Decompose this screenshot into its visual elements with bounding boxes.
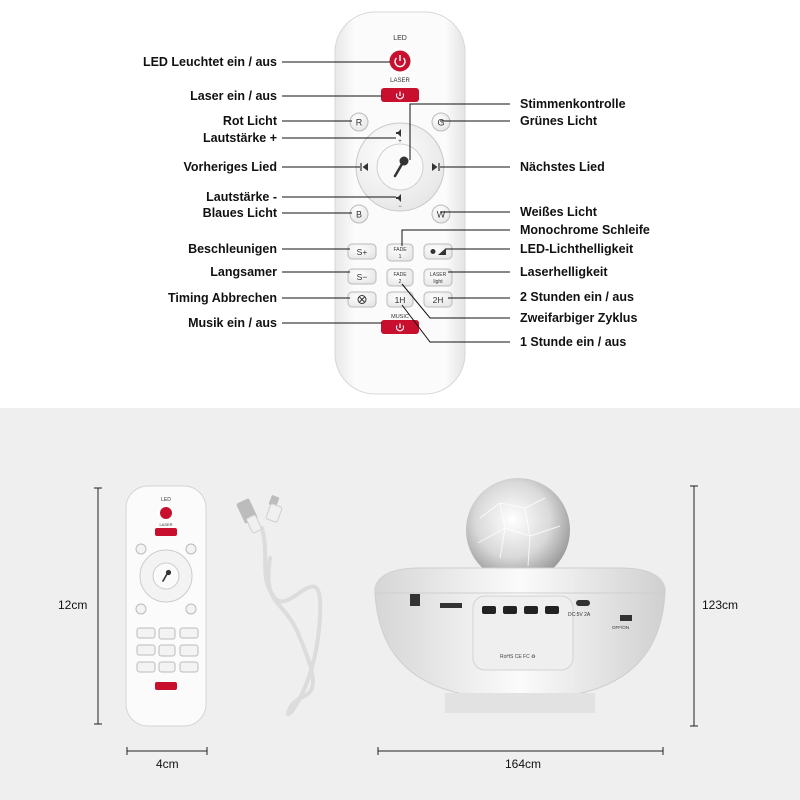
power-icon bbox=[395, 323, 405, 332]
timer-cancel-icon bbox=[357, 295, 367, 304]
callout-blue-light: Blaues Licht bbox=[202, 206, 277, 220]
fade1-number: 1 bbox=[399, 254, 402, 260]
fade2-button[interactable] bbox=[386, 268, 414, 287]
callout-led-power: LED Leuchtet ein / aus bbox=[142, 55, 277, 69]
device-height-label: 123cm bbox=[702, 598, 739, 612]
one-hour-label: 1H bbox=[395, 295, 406, 305]
usb-plug-a bbox=[236, 498, 262, 534]
small-led-label: LED bbox=[161, 497, 171, 503]
blue-light-label: B bbox=[356, 210, 362, 220]
blue-light-button[interactable] bbox=[349, 204, 369, 224]
callout-volume-down: Lautstärke - bbox=[206, 190, 277, 204]
device-width-label: 164cm bbox=[505, 757, 542, 771]
callout-mono-loop: Monochrome Schleife bbox=[520, 223, 650, 237]
previous-track-icon[interactable] bbox=[360, 163, 368, 171]
fade1-label: FADE bbox=[393, 247, 407, 253]
small-g-button bbox=[185, 543, 197, 555]
callout-lines bbox=[282, 61, 510, 343]
remote-diagram: LED LASER R G + − bbox=[282, 11, 510, 395]
callout-volume-up: Lautstärke + bbox=[203, 131, 277, 145]
projector-cap bbox=[374, 567, 666, 597]
slow-down-button[interactable] bbox=[347, 268, 377, 285]
svg-text:−: − bbox=[398, 204, 402, 210]
green-light-label: G bbox=[437, 118, 444, 128]
callout-laser-brightness: Laserhelligkeit bbox=[520, 265, 608, 279]
small-music-power-button bbox=[155, 682, 177, 690]
callout-one-hour: 1 Stunde ein / aus bbox=[520, 335, 627, 349]
volume-down-icon[interactable]: − bbox=[396, 194, 402, 210]
small-microphone-icon bbox=[162, 569, 172, 582]
callout-white-light: Weißes Licht bbox=[520, 205, 597, 219]
projector-dome bbox=[466, 478, 570, 582]
svg-text:+: + bbox=[398, 139, 402, 145]
callout-previous-track: Vorheriges Lied bbox=[183, 160, 277, 174]
dimension-lines bbox=[94, 485, 698, 755]
tf-slot bbox=[440, 603, 462, 608]
callout-next-track: Nächstes Lied bbox=[520, 160, 605, 174]
microphone-icon bbox=[393, 156, 409, 178]
laser-brightness-sub: light bbox=[433, 279, 443, 285]
red-light-label: R bbox=[356, 118, 363, 128]
power-switch bbox=[620, 615, 632, 621]
callout-timer-cancel: Timing Abbrechen bbox=[167, 291, 277, 305]
small-r-button bbox=[135, 543, 147, 555]
laser-label: LASER bbox=[390, 78, 410, 84]
small-laser-power-button bbox=[155, 528, 177, 536]
led-brightness-button[interactable] bbox=[423, 243, 453, 260]
projector-stand bbox=[445, 693, 595, 713]
power-icon bbox=[395, 91, 405, 100]
one-hour-button[interactable] bbox=[386, 291, 414, 308]
laser-brightness-label: LASER bbox=[430, 272, 447, 278]
ir-receiver-panel bbox=[472, 595, 574, 671]
red-light-button[interactable] bbox=[349, 112, 369, 132]
callout-two-color-cycle: Zweifarbiger Zyklus bbox=[520, 311, 638, 325]
callout-speed-up: Beschleunigen bbox=[188, 242, 277, 256]
dome-facets bbox=[477, 497, 561, 567]
small-w-button bbox=[185, 603, 197, 615]
usb-cable bbox=[260, 526, 323, 716]
white-light-label: W bbox=[437, 210, 446, 220]
music-label: MUSIC bbox=[391, 314, 409, 320]
small-led-power-button bbox=[158, 505, 174, 521]
usb-plug-micro bbox=[265, 495, 283, 523]
fade2-number: 2 bbox=[399, 279, 402, 285]
volume-up-icon[interactable]: + bbox=[396, 129, 402, 145]
callout-music-power: Musik ein / aus bbox=[188, 316, 277, 330]
callout-slow-down: Langsamer bbox=[210, 265, 277, 279]
callout-voice-control: Stimmenkontrolle bbox=[520, 97, 626, 111]
brightness-icon bbox=[430, 248, 446, 255]
small-laser-label: LASER bbox=[159, 522, 172, 527]
two-hour-label: 2H bbox=[433, 295, 444, 305]
green-light-button[interactable] bbox=[431, 112, 451, 132]
slow-down-label: S− bbox=[357, 272, 368, 282]
laser-brightness-button[interactable] bbox=[423, 268, 453, 287]
usb-port bbox=[410, 594, 420, 606]
speed-up-label: S+ bbox=[357, 247, 368, 257]
dimensions-diagram: LED LASER bbox=[94, 478, 698, 755]
callout-two-hours: 2 Stunden ein / aus bbox=[520, 290, 634, 304]
power-icon bbox=[394, 55, 406, 68]
speed-up-button[interactable] bbox=[347, 243, 377, 260]
remote-width-label: 4cm bbox=[156, 757, 179, 771]
two-hour-button[interactable] bbox=[423, 291, 453, 308]
dc-label: DC:5V 2A bbox=[568, 612, 591, 618]
remote-height-label: 12cm bbox=[58, 598, 88, 612]
small-b-button bbox=[135, 603, 147, 615]
off-on-label: OFF/ON bbox=[612, 625, 629, 630]
next-track-icon[interactable] bbox=[432, 163, 440, 171]
callout-green-light: Grünes Licht bbox=[520, 114, 598, 128]
fade1-button[interactable] bbox=[386, 243, 414, 262]
callout-led-brightness: LED-Lichthelligkeit bbox=[520, 242, 634, 256]
fade2-label: FADE bbox=[393, 272, 407, 278]
dc-port bbox=[576, 600, 590, 606]
rohs-label: RoHS CE FC ♻ bbox=[500, 654, 536, 660]
callout-laser-power: Laser ein / aus bbox=[190, 89, 277, 103]
callout-red-light: Rot Licht bbox=[222, 114, 277, 128]
white-light-button[interactable] bbox=[431, 204, 451, 224]
mode-buttons bbox=[482, 606, 559, 614]
led-label: LED bbox=[393, 35, 407, 42]
small-button-grid bbox=[136, 627, 199, 673]
